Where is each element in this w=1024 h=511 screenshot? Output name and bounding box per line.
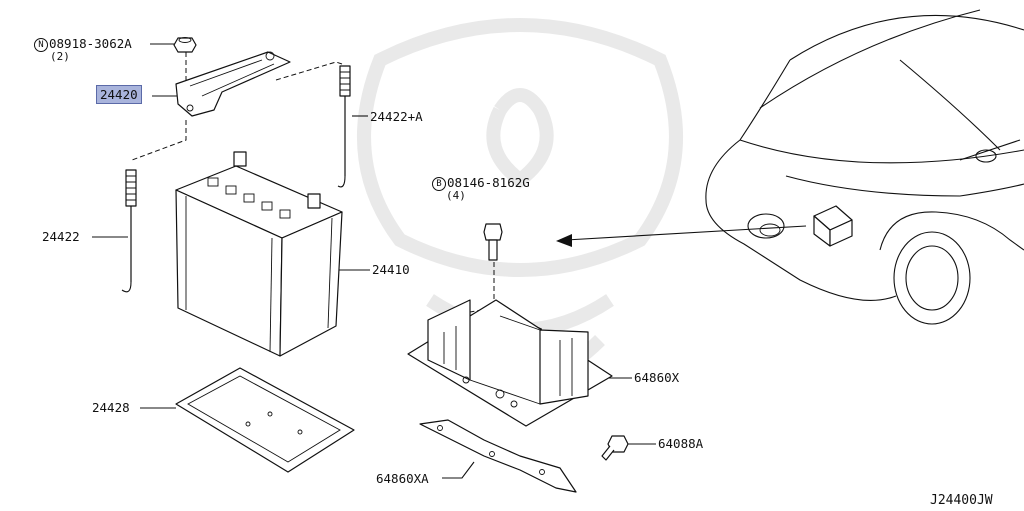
label-24428[interactable]: 24428 <box>92 400 130 415</box>
tray-icon <box>175 367 355 473</box>
highlighted-part-number: 24420 <box>96 85 142 104</box>
battery-icon <box>175 151 343 357</box>
quantity-08918: (2) <box>50 50 70 63</box>
bracket-frame-icon <box>407 299 613 427</box>
car-battery-small-icon <box>813 205 853 247</box>
car-outline-icon <box>705 9 1024 325</box>
label-24420[interactable]: 24420 <box>96 85 142 104</box>
diagram-code: J24400JW <box>930 493 993 508</box>
label-24422[interactable]: 24422 <box>42 229 80 244</box>
location-arrow <box>556 225 807 247</box>
bracket-24420-icon <box>175 51 291 117</box>
label-24410[interactable]: 24410 <box>372 262 410 277</box>
rod-24422-icon <box>121 169 137 293</box>
label-24422a[interactable]: 24422+A <box>370 109 423 124</box>
label-64860xa[interactable]: 64860XA <box>376 471 429 486</box>
lower-bracket-icon <box>419 419 577 493</box>
part-number: 08918-3062A <box>49 36 132 51</box>
quantity-08146: (4) <box>446 189 466 202</box>
label-64088a[interactable]: 64088A <box>658 436 704 451</box>
nut-icon <box>173 37 197 53</box>
screw-icon <box>601 435 629 461</box>
part-number: 08146-8162G <box>447 175 530 190</box>
rod-24422a-icon <box>337 65 351 188</box>
bolt-icon <box>483 223 503 261</box>
label-circle-n: N <box>34 38 48 52</box>
label-64860x[interactable]: 64860X <box>634 370 680 385</box>
label-circle-b: B <box>432 177 446 191</box>
